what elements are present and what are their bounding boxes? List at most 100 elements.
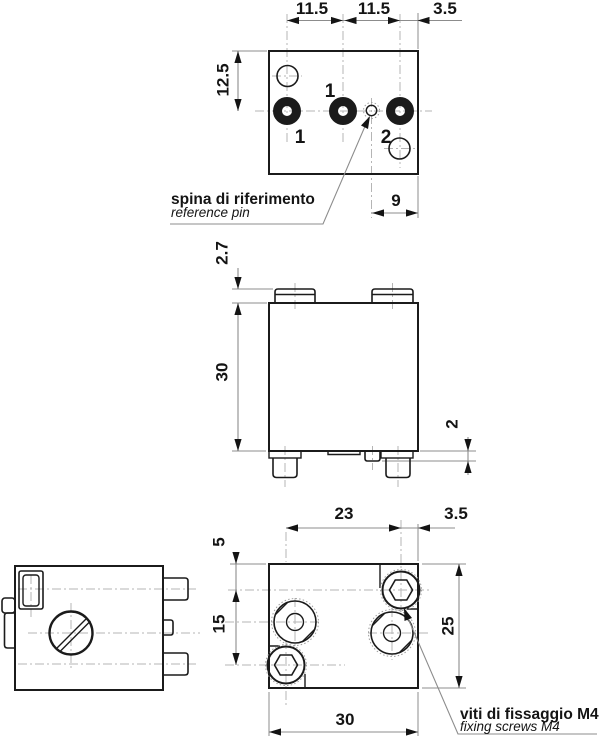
hex-socket-top-right (388, 579, 414, 601)
dim-hole-pitch-left: 11.5 (296, 0, 328, 18)
reference-pin-label-it: spina di riferimento (171, 191, 315, 208)
arrow (287, 16, 299, 25)
arrow (331, 16, 343, 25)
fixing-screws-label-it: viti di fissaggio M4 (460, 706, 599, 723)
top-view-centerlines (255, 14, 432, 218)
bottom-recess (327, 451, 361, 456)
port-boss-left-chamfers (274, 601, 316, 643)
side-pin-stub (163, 619, 174, 636)
side-view-body-outline (14, 565, 164, 691)
side-view-centerlines (18, 575, 200, 668)
fitting-cap-left (274, 288, 316, 303)
arrow (464, 439, 472, 451)
dim-screw-row-spacing: 15 (210, 615, 229, 634)
fitting-cap-right (371, 288, 414, 303)
port-boss-right-chamfers (371, 612, 413, 654)
dim-edge-offset: 3.5 (433, 0, 457, 18)
arrow (418, 524, 430, 532)
dim-body-depth: 25 (439, 617, 458, 636)
dim-hole-pitch-right: 11.5 (358, 0, 390, 18)
dim-fitting-height: 2.7 (213, 241, 232, 265)
port-boss-right-outer (370, 611, 414, 655)
arrow (417, 16, 430, 25)
fixing-screw-top-right (381, 570, 421, 610)
front-view-dimension-lines (237, 268, 469, 475)
side-screw-head (48, 610, 94, 656)
reference-pin-label-en: reference pin (171, 205, 250, 220)
arrow (406, 728, 418, 736)
mounting-hole-top-left (276, 64, 299, 88)
side-tab-upper (1, 597, 16, 614)
arrow (455, 676, 463, 688)
front-view-centerlines (284, 283, 399, 487)
port-boss-right (368, 609, 416, 657)
bottom-view-body-outline (268, 563, 419, 689)
port-boss-left-bore (285, 612, 305, 632)
reference-pin-hole (365, 104, 378, 117)
port-boss-left-outer (273, 600, 317, 644)
port-boss-left-halo (271, 598, 319, 646)
top-view: 1 1 2 11.5 11.5 3.5 12.5 9 spina di rife… (170, 0, 462, 225)
arrow (232, 552, 240, 564)
arrow (269, 728, 281, 736)
screw-flange-left (268, 450, 302, 459)
fixing-screw-top-right-halo (380, 569, 422, 611)
port-label-left: 1 (295, 127, 306, 148)
side-tab-lower (3, 612, 15, 649)
arrow (232, 590, 240, 602)
bottom-view-extension-lines (230, 524, 466, 736)
arrow (372, 209, 384, 217)
dim-screw-top-offset: 5 (210, 537, 229, 546)
side-view (1, 565, 200, 691)
port-boss-right-halo (368, 609, 416, 657)
dim-body-height: 30 (213, 363, 232, 382)
front-view-extension-lines (232, 288, 476, 462)
bottom-view: 23 3.5 5 15 25 30 viti di fissaggio M4 f… (210, 504, 599, 736)
port-label-middle: 1 (325, 81, 336, 102)
mounting-hole-bottom-right (388, 137, 411, 160)
arrow (455, 564, 463, 576)
bottom-view-dimension-lines (235, 527, 460, 733)
arrow (406, 209, 418, 217)
port-boss-left (271, 598, 319, 646)
screw-flange-right (380, 450, 414, 459)
arrow (344, 16, 357, 25)
arrow (286, 524, 298, 532)
dim-hole-row-offset: 12.5 (214, 63, 233, 96)
fixing-screws-label-en: fixing screws M4 (460, 719, 560, 734)
side-stud-top (163, 577, 189, 601)
side-screw-slot (56, 617, 91, 652)
dim-pin-protrusion: 2 (443, 419, 462, 428)
hex-socket-bottom-left (273, 654, 299, 676)
port-hole-1-middle (329, 97, 357, 125)
fixing-screw-bottom-left (266, 645, 306, 685)
arrow (388, 16, 400, 25)
port-label-right: 2 (381, 127, 392, 148)
reference-pin-halo (363, 102, 380, 119)
front-view-body-outline (268, 302, 419, 452)
fixing-screws-leader (403, 608, 597, 735)
bottom-view-centerlines (225, 520, 430, 706)
reference-pin-protrusion (364, 451, 381, 462)
arrow (234, 99, 242, 111)
reference-pin-leader-arrow (361, 116, 370, 129)
fixing-screws-leader-arrow (404, 608, 412, 621)
arrow (234, 439, 242, 451)
dim-body-width: 30 (336, 710, 355, 729)
reference-pin-leader (170, 123, 367, 225)
dim-screw-edge-offset: 3.5 (444, 504, 468, 523)
port-boss-right-bore (382, 623, 402, 643)
fixing-screws-callout: viti di fissaggio M4 fixing screws M4 (403, 608, 599, 735)
arrow (464, 461, 472, 473)
port-hole-2-right (386, 97, 414, 125)
dim-screw-pitch: 23 (335, 504, 354, 523)
side-fitting-boss-outer (18, 570, 44, 610)
side-stud-bottom (163, 652, 189, 676)
screw-shaft-left (272, 458, 298, 479)
arrow (234, 51, 242, 63)
front-view: 2.7 30 2 (213, 241, 476, 487)
side-fitting-boss-inner (22, 574, 40, 607)
screw-pocket-edges (269, 564, 418, 688)
